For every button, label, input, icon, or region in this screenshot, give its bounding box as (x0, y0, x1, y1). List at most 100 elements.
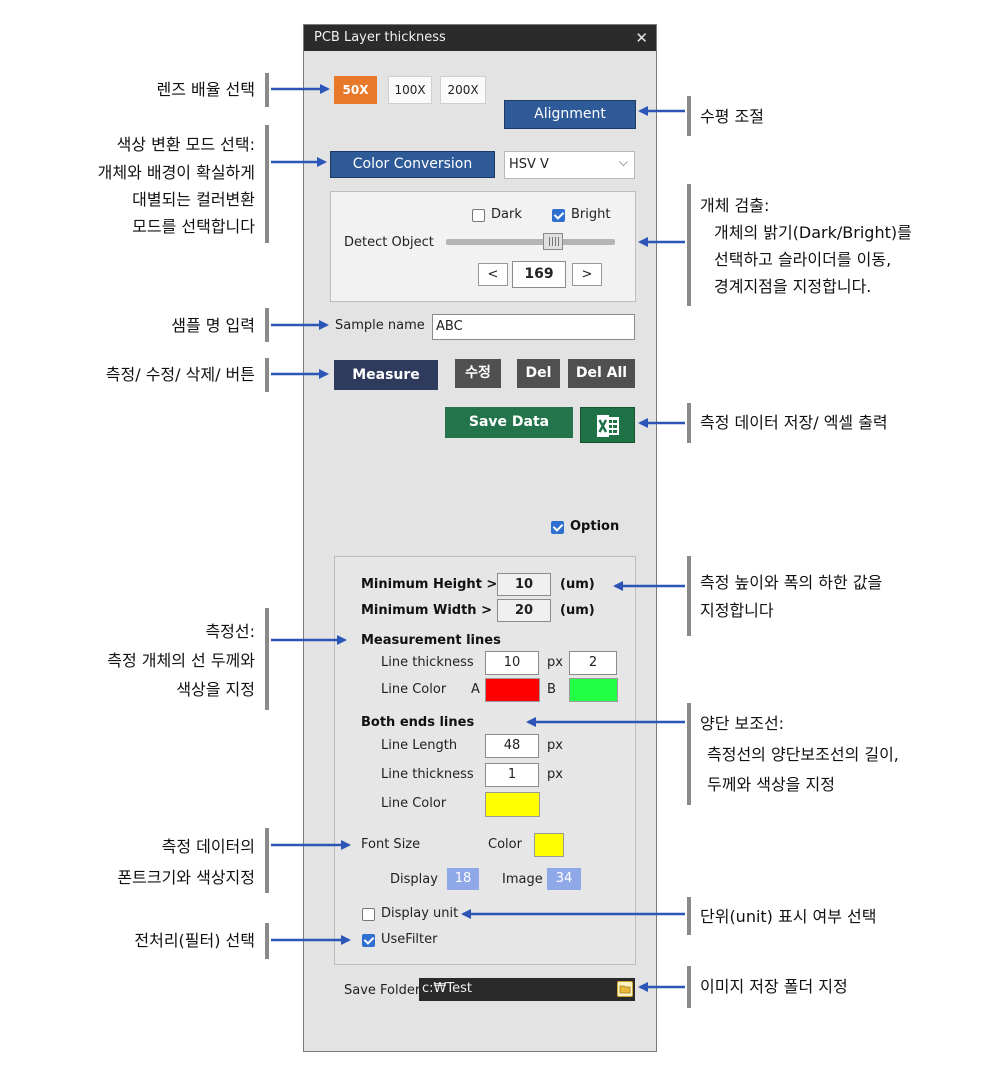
folder-icon[interactable] (617, 981, 633, 997)
detect-object-label: Detect Object (344, 235, 434, 250)
display-label: Display (390, 872, 438, 887)
annotation-folder: 이미지 저장 폴더 지정 (700, 977, 848, 996)
annotation-bar (687, 703, 691, 805)
line-length-label: Line Length (381, 738, 458, 753)
annotation-color-mode-1: 색상 변환 모드 선택: (116, 135, 255, 154)
line-thickness-label: Line thickness (381, 655, 474, 670)
sample-name-input[interactable]: ABC (432, 314, 635, 340)
decrease-button[interactable]: < (478, 263, 508, 286)
annotation-save: 측정 데이터 저장/ 엑셀 출력 (700, 413, 888, 432)
excel-export-button[interactable] (580, 407, 635, 443)
close-icon[interactable]: ✕ (635, 29, 648, 47)
lens-100x-button[interactable]: 100X (388, 76, 432, 104)
px-unit-label: px (547, 767, 563, 782)
settings-panel: Minimum Height > 10 (um) Minimum Width >… (334, 556, 636, 965)
annotation-min-2: 지정합니다 (700, 601, 774, 620)
annotation-min-1: 측정 높이와 폭의 하한 값을 (700, 573, 883, 592)
font-color-swatch[interactable] (534, 833, 564, 857)
color-b-label: B (547, 682, 556, 697)
annotation-color-mode-2: 개체와 배경이 확실하게 (97, 163, 255, 182)
ends-thickness-field[interactable]: 1 (485, 763, 539, 787)
line-color-label: Line Color (381, 682, 447, 697)
annotation-bar (265, 608, 269, 710)
color-mode-select[interactable]: HSV V ⌵ (504, 151, 635, 179)
slider-thumb[interactable] (542, 233, 563, 250)
increase-button[interactable]: > (572, 263, 602, 286)
annotation-alignment: 수평 조절 (700, 107, 764, 126)
delete-button[interactable]: Del (517, 359, 560, 388)
annotation-bar (687, 556, 691, 636)
measurement-lines-heading: Measurement lines (361, 633, 501, 648)
use-filter-label: UseFilter (381, 932, 438, 947)
annotation-bar (687, 897, 691, 935)
sample-name-label: Sample name (335, 318, 425, 333)
annotation-bothends-2: 측정선의 양단보조선의 길이, (707, 745, 899, 764)
annotation-detect-3: 선택하고 슬라이더를 이동, (714, 250, 892, 269)
annotation-bar (687, 96, 691, 136)
line-thickness-a-field[interactable]: 10 (485, 651, 539, 675)
option-checkbox[interactable] (551, 521, 564, 534)
save-data-button[interactable]: Save Data (445, 407, 573, 438)
min-width-unit: (um) (560, 603, 595, 618)
line-length-field[interactable]: 48 (485, 734, 539, 758)
line-color-a-swatch[interactable] (485, 678, 540, 702)
detect-slider-track[interactable] (446, 233, 615, 250)
annotation-bothends-1: 양단 보조선: (700, 714, 785, 733)
min-height-unit: (um) (560, 577, 595, 592)
annotation-mline-3: 색상을 지정 (176, 680, 255, 699)
display-font-size-field[interactable]: 18 (447, 868, 479, 890)
ends-color-label: Line Color (381, 796, 447, 811)
annotation-font-2: 폰트크기와 색상지정 (117, 868, 255, 887)
detect-object-panel: Dark Bright Detect Object < 169 > (330, 191, 636, 302)
chevron-down-icon: ⌵ (618, 155, 628, 169)
pcb-layer-window: PCB Layer thickness ✕ 50X 100X 200X Alig… (303, 24, 657, 1052)
min-width-field[interactable]: 20 (497, 599, 551, 622)
px-unit-label: px (547, 655, 563, 670)
annotation-unit: 단위(unit) 표시 여부 선택 (700, 907, 877, 926)
save-folder-field[interactable]: c:₩Test (419, 978, 635, 1001)
annotation-font-1: 측정 데이터의 (161, 837, 255, 856)
annotation-mline-2: 측정 개체의 선 두께와 (107, 651, 255, 670)
detect-value-field[interactable]: 169 (512, 261, 566, 288)
ends-color-swatch[interactable] (485, 792, 540, 817)
use-filter-checkbox[interactable] (362, 934, 375, 947)
lens-200x-button[interactable]: 200X (440, 76, 486, 104)
min-height-label: Minimum Height > (361, 577, 498, 592)
annotation-bothends-3: 두께와 색상을 지정 (707, 775, 835, 794)
annotation-buttons: 측정/ 수정/ 삭제/ 버튼 (105, 365, 255, 384)
dark-label: Dark (491, 207, 522, 222)
min-width-label: Minimum Width > (361, 603, 492, 618)
display-unit-checkbox[interactable] (362, 908, 375, 921)
excel-icon (597, 415, 619, 437)
image-label: Image (502, 872, 543, 887)
alignment-button[interactable]: Alignment (504, 100, 636, 129)
image-font-size-field[interactable]: 34 (547, 868, 581, 890)
annotation-bar (687, 966, 691, 1008)
annotation-sample: 샘플 명 입력 (171, 316, 255, 335)
delete-all-button[interactable]: Del All (568, 359, 635, 388)
ends-thickness-label: Line thickness (381, 767, 474, 782)
annotation-detect-2: 개체의 밝기(Dark/Bright)를 (714, 223, 912, 242)
bright-checkbox[interactable] (552, 209, 565, 222)
annotation-bar (687, 403, 691, 443)
line-thickness-b-field[interactable]: 2 (569, 651, 617, 675)
dark-checkbox[interactable] (472, 209, 485, 222)
px-unit-label: px (547, 738, 563, 753)
annotation-bar (265, 308, 269, 342)
annotation-mline-1: 측정선: (205, 622, 255, 641)
font-color-label: Color (488, 837, 522, 852)
annotation-bar (265, 73, 269, 107)
display-unit-label: Display unit (381, 906, 459, 921)
save-folder-value: c:₩Test (422, 981, 472, 996)
color-mode-value: HSV V (509, 157, 549, 172)
line-color-b-swatch[interactable] (569, 678, 618, 702)
min-height-field[interactable]: 10 (497, 573, 551, 596)
measure-button[interactable]: Measure (334, 360, 438, 390)
edit-button[interactable]: 수정 (455, 359, 501, 388)
save-folder-label: Save Folder (344, 983, 421, 998)
annotation-color-mode-3: 대별되는 컬러변환 (132, 190, 255, 209)
color-conversion-button[interactable]: Color Conversion (330, 151, 495, 178)
lens-50x-button[interactable]: 50X (334, 76, 377, 104)
font-size-label: Font Size (361, 837, 421, 852)
